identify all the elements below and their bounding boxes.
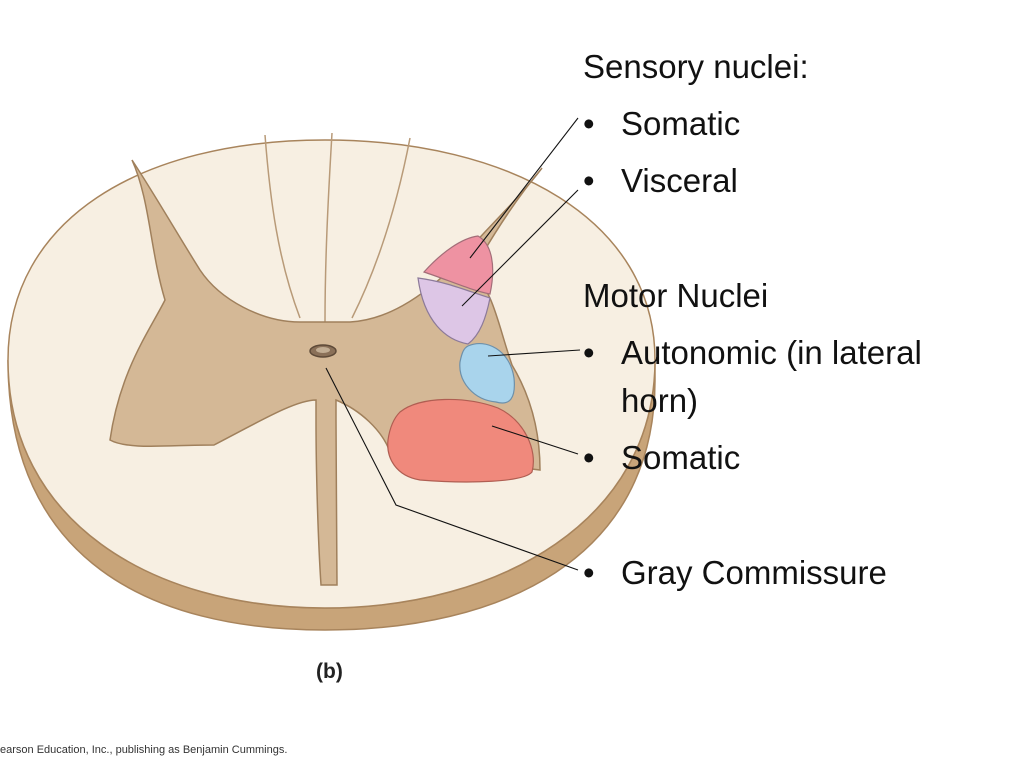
visceral-sensory-nucleus — [417, 277, 491, 345]
sensory-heading: Sensory nuclei: — [583, 48, 809, 85]
leader-line-autonomic-motor — [487, 349, 581, 357]
motor-item-autonomic: Autonomic (in lateral — [583, 333, 922, 373]
dorsal-septum — [324, 132, 333, 323]
leader-line-somatic-motor — [491, 425, 579, 455]
dorsal-septum — [351, 137, 411, 319]
central-canal-inner — [316, 347, 330, 353]
gray-commissure-label: Gray Commissure — [583, 553, 887, 593]
motor-item-somatic: Somatic — [583, 438, 740, 478]
leader-line-visceral-sensory — [461, 189, 579, 307]
motor-item-autonomic-continued: horn) — [621, 382, 699, 419]
sensory-item-visceral: Visceral — [583, 161, 738, 201]
somatic-motor-nucleus — [387, 398, 534, 483]
sensory-item-somatic: Somatic — [583, 104, 740, 144]
motor-heading: Motor Nuclei — [583, 277, 769, 314]
panel-label: (b) — [316, 660, 343, 683]
leader-line-gray-commissure — [325, 367, 579, 571]
leader-line-somatic-sensory — [469, 117, 579, 259]
copyright-notice: earson Education, Inc., publishing as Be… — [0, 744, 288, 756]
dorsal-septum — [264, 134, 301, 319]
